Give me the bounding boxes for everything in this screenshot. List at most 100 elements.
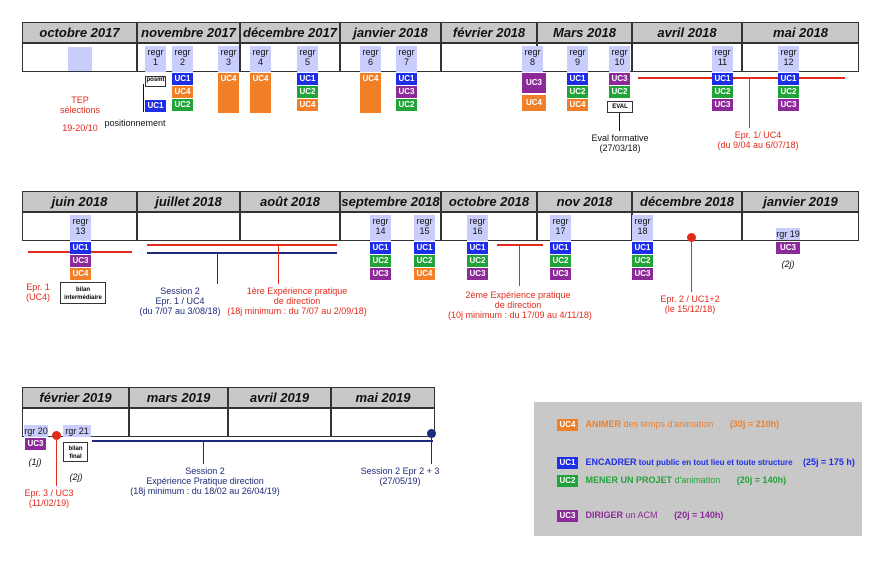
uc1-badge: UC1 xyxy=(414,242,435,254)
legend-uc4-hours: (30j = 210h) xyxy=(729,419,780,429)
experience-1-period-line xyxy=(147,244,337,246)
session-2-period-line xyxy=(147,252,337,254)
month-header: mai 2019 xyxy=(331,387,435,408)
uc3-badge: UC3 xyxy=(632,268,653,280)
uc4-badge: UC4 xyxy=(218,73,239,113)
month-header: décembre 2017 xyxy=(240,22,340,43)
month-header: janvier 2019 xyxy=(742,191,859,212)
month-cell xyxy=(441,212,537,241)
epreuve-2-dot xyxy=(687,233,696,242)
tep-block xyxy=(68,47,92,71)
legend-row-uc4: UC4 ANIMER des temps d'animation (30j = … xyxy=(557,419,779,431)
epreuve-1-period-line xyxy=(638,77,845,79)
session-2-connector xyxy=(217,254,218,284)
epreuve-2-label: Epr. 2 / UC1+2(le 15/12/18) xyxy=(660,294,720,314)
month-cell xyxy=(137,212,240,241)
uc2-badge: UC2 xyxy=(557,475,578,487)
experience-1-connector xyxy=(278,246,279,284)
uc3-badge: UC3 xyxy=(70,255,91,267)
month-header: mars 2019 xyxy=(129,387,228,408)
uc1-badge: UC1 xyxy=(396,73,417,85)
uc1-badge: UC1 xyxy=(550,242,571,254)
month-cell xyxy=(240,212,340,241)
month-header: janvier 2018 xyxy=(340,22,441,43)
uc3-badge: UC3 xyxy=(557,510,578,522)
month-header: octobre 2018 xyxy=(441,191,537,212)
uc2-badge: UC2 xyxy=(172,99,193,111)
experience-2-period-line xyxy=(497,244,543,246)
uc2-badge: UC2 xyxy=(632,255,653,267)
eval-formative-label: Eval formative(27/03/18) xyxy=(591,133,649,153)
month-header: février 2019 xyxy=(22,387,129,408)
legend-uc2-hours: (20j = 140h) xyxy=(736,475,787,485)
uc1-badge: UC1 xyxy=(557,457,578,469)
month-header: novembre 2017 xyxy=(137,22,240,43)
month-header: octobre 2017 xyxy=(22,22,137,43)
uc1-badge: UC1 xyxy=(370,242,391,254)
uc1-badge: UC1 xyxy=(70,242,91,254)
eval-box: EVAL xyxy=(607,101,633,113)
uc4-badge: UC4 xyxy=(297,99,318,111)
positionnement-label: positionnement xyxy=(104,118,166,128)
eval-connector xyxy=(619,113,620,131)
uc3-badge: UC3 xyxy=(778,99,799,111)
legend-uc2-title: MENER UN PROJET xyxy=(585,475,673,485)
uc3-badge: UC3 xyxy=(467,268,488,280)
tep-dates: 19-20/10 xyxy=(62,123,98,133)
month-cell xyxy=(742,43,859,72)
duration-1j: (1j) xyxy=(28,457,42,467)
uc4-badge: UC4 xyxy=(557,419,578,431)
epreuve-3-connector xyxy=(56,440,57,486)
uc3-badge: UC3 xyxy=(522,73,546,93)
legend-row-uc3: UC3 DIRIGER un ACM (20j = 140h) xyxy=(557,510,723,522)
epreuve-1-uc4-label: Epr. 1(UC4) xyxy=(26,282,50,302)
uc4-badge: UC4 xyxy=(522,95,546,111)
uc3-badge: UC3 xyxy=(609,73,630,85)
experience-2-connector xyxy=(519,246,520,286)
month-header: décembre 2018 xyxy=(632,191,742,212)
uc1-badge: UC1 xyxy=(712,73,733,85)
duration-2j: (2j) xyxy=(69,472,83,482)
epreuve-1-connector xyxy=(749,78,750,128)
regroupement-box: rgr 19 xyxy=(776,228,800,240)
uc1-badge: UC1 xyxy=(778,73,799,85)
month-header: Mars 2018 xyxy=(537,22,632,43)
uc3-badge: UC3 xyxy=(712,99,733,111)
month-cell xyxy=(441,43,537,72)
epreuve-2-connector xyxy=(691,242,692,292)
uc1-badge: UC1 xyxy=(297,73,318,85)
session-2-experience-line xyxy=(92,440,433,442)
legend-uc1-hours: (25j = 175 h) xyxy=(803,457,855,467)
session-2-exam-connector xyxy=(431,438,432,464)
session-2-exam-dot xyxy=(427,429,436,438)
uc3-badge: UC3 xyxy=(550,268,571,280)
epreuve-3-dot xyxy=(52,431,61,440)
uc2-badge: UC2 xyxy=(297,86,318,98)
uc2-badge: UC2 xyxy=(414,255,435,267)
legend-uc4-title: ANIMER xyxy=(585,419,622,429)
uc2-badge: UC2 xyxy=(609,86,630,98)
positionnement-connector xyxy=(143,84,144,112)
uc1-badge: UC1 xyxy=(467,242,488,254)
uc2-badge: UC2 xyxy=(778,86,799,98)
uc3-badge: UC3 xyxy=(396,86,417,98)
month-header: avril 2018 xyxy=(632,22,742,43)
uc2-badge: UC2 xyxy=(370,255,391,267)
uc1-badge: UC1 xyxy=(172,73,193,85)
